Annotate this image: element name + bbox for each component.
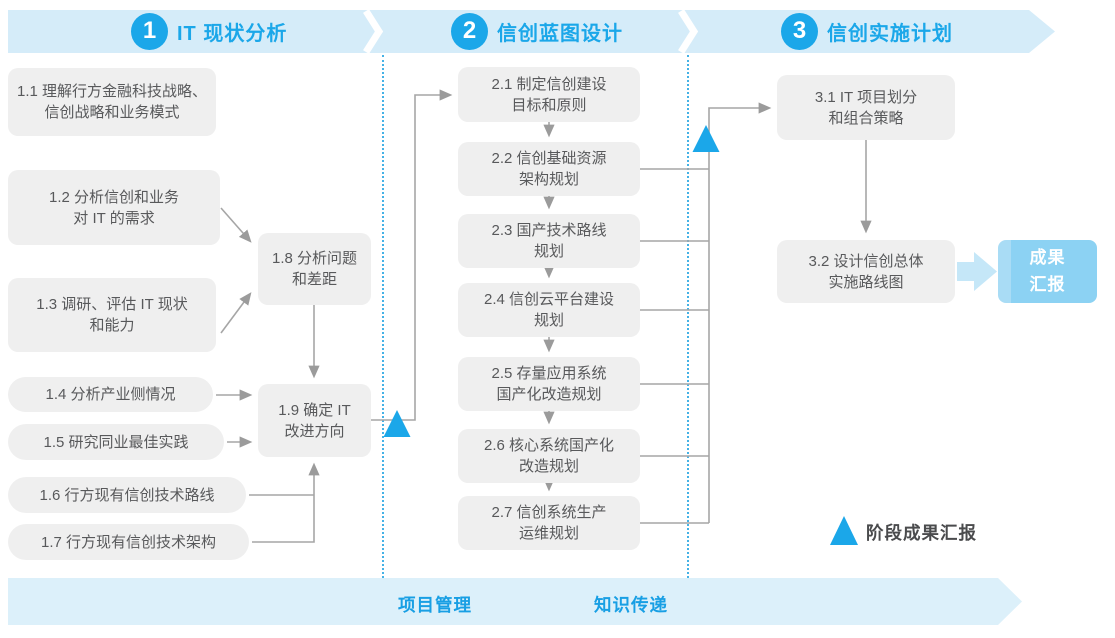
step-box-1-5: 1.5 研究同业最佳实践 — [8, 424, 224, 460]
step-box-2-6: 2.6 核心系统国产化 改造规划 — [458, 429, 640, 483]
step-box-2-3: 2.3 国产技术路线 规划 — [458, 214, 640, 268]
step-box-1-8: 1.8 分析问题 和差距 — [258, 233, 371, 305]
legend-triangle-icon — [830, 516, 858, 545]
footer-item-project-management: 项目管理 — [398, 595, 472, 615]
step-box-1-2: 1.2 分析信创和业务 对 IT 的需求 — [8, 170, 220, 245]
step-box-2-5: 2.5 存量应用系统 国产化改造规划 — [458, 357, 640, 411]
milestone-triangle-icon — [383, 410, 411, 437]
phase-1-number-badge: 1 — [131, 12, 168, 50]
phase-divider-dotted-line — [382, 55, 384, 578]
fat-arrow-icon — [957, 252, 997, 291]
step-box-1-4: 1.4 分析产业侧情况 — [8, 377, 213, 412]
step-box-1-3: 1.3 调研、评估 IT 现状 和能力 — [8, 278, 216, 352]
legend-label: 阶段成果汇报 — [866, 523, 977, 543]
phase-1-header: 1 IT 现状分析 — [131, 12, 287, 50]
phase-banner — [8, 10, 1055, 53]
phase-3-label: 信创实施计划 — [827, 22, 953, 45]
phase-3-number-badge: 3 — [781, 12, 818, 50]
step-box-2-7: 2.7 信创系统生产 运维规划 — [458, 496, 640, 550]
step-box-2-2: 2.2 信创基础资源 架构规划 — [458, 142, 640, 196]
phase-3-header: 3 信创实施计划 — [781, 12, 953, 50]
phase-2-header: 2 信创蓝图设计 — [451, 12, 623, 50]
chevron-right-icon — [678, 10, 699, 53]
step-box-1-1: 1.1 理解行方金融科技战略、 信创战略和业务模式 — [8, 68, 216, 136]
step-box-2-1: 2.1 制定信创建设 目标和原则 — [458, 67, 640, 122]
phase-2-label: 信创蓝图设计 — [497, 22, 623, 45]
phase-2-number-badge: 2 — [451, 12, 488, 50]
step-box-3-1: 3.1 IT 项目划分 和组合策略 — [777, 75, 955, 140]
step-box-1-6: 1.6 行方现有信创技术路线 — [8, 477, 246, 513]
milestone-triangle-icon — [692, 125, 720, 152]
result-report-box: 成果 汇报 — [998, 240, 1097, 303]
step-box-1-9: 1.9 确定 IT 改进方向 — [258, 384, 371, 457]
step-box-2-4: 2.4 信创云平台建设 规划 — [458, 283, 640, 337]
footer-item-knowledge-transfer: 知识传递 — [594, 595, 668, 615]
phase-1-label: IT 现状分析 — [177, 22, 288, 45]
step-box-1-7: 1.7 行方现有信创技术架构 — [8, 524, 249, 560]
phase-divider-dotted-line — [687, 55, 689, 578]
footer-banner — [8, 578, 1022, 625]
chevron-right-icon — [363, 10, 384, 53]
step-box-3-2: 3.2 设计信创总体 实施路线图 — [777, 240, 955, 303]
